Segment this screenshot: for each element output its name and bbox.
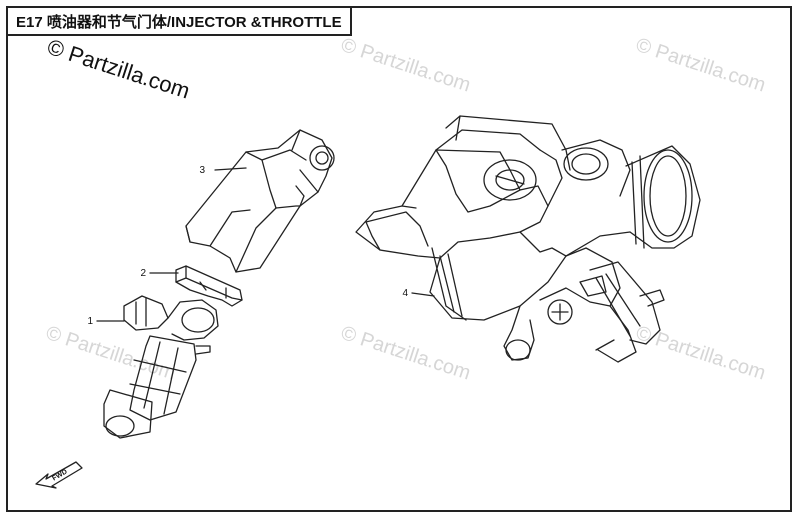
fwd-arrow-icon <box>35 461 83 489</box>
callout-2: 2 <box>140 268 146 279</box>
part-3-cover <box>185 129 335 273</box>
diagram-title: E17 喷油器和节气门体/INJECTOR &THROTTLE <box>8 8 352 36</box>
part-4-throttle-body <box>355 115 701 363</box>
callout-4: 4 <box>402 288 408 299</box>
fwd-label: FWD <box>51 468 68 482</box>
leader-3 <box>214 167 247 171</box>
leader-4 <box>411 292 435 297</box>
part-1-injector <box>103 295 219 439</box>
part-2-clip <box>175 265 243 307</box>
callout-1: 1 <box>87 316 93 327</box>
callout-3: 3 <box>199 165 205 176</box>
diagram-frame <box>6 6 792 512</box>
